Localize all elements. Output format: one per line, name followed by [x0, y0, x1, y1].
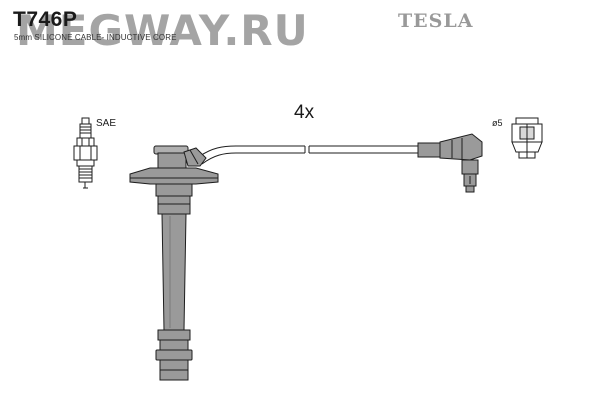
part-number: T746P — [13, 8, 78, 31]
spark-plug-label: SAE — [96, 118, 117, 129]
coil-terminal-label: ø5 — [492, 118, 503, 128]
brand-logo: TESLA — [398, 10, 474, 32]
coil-boot — [417, 133, 483, 193]
spark-plug-icon — [73, 117, 98, 189]
coil-terminal-icon — [511, 117, 543, 159]
quantity-label: 4x — [294, 102, 315, 123]
ignition-cable — [199, 145, 420, 165]
spark-plug-boot — [129, 145, 219, 381]
cable-spec-subtitle: 5mm SILICONE CABLE- INDUCTIVE CORE — [14, 33, 177, 42]
